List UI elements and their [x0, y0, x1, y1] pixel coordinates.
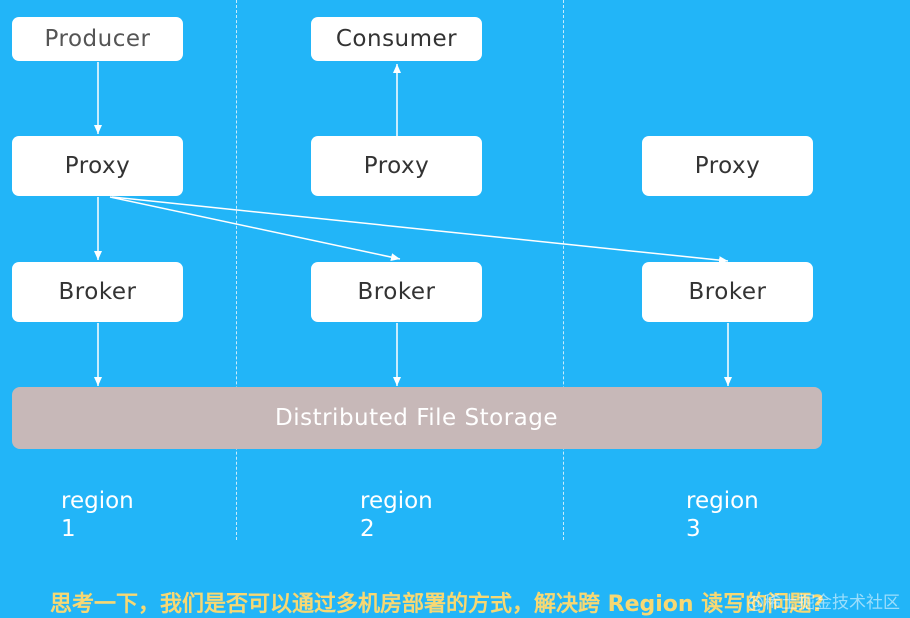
- region-number: 2: [360, 516, 375, 542]
- consumer-node: Consumer: [311, 17, 482, 61]
- region-divider-1: [236, 0, 237, 540]
- broker-node-2: Broker: [311, 262, 482, 322]
- region-label-2: region 2: [360, 487, 433, 543]
- region-label-1: region 1: [61, 487, 134, 543]
- question-caption: 思考一下，我们是否可以通过多机房部署的方式，解决跨 Region 读写的问题?: [50, 592, 825, 617]
- region-label-3: region 3: [686, 487, 759, 543]
- proxy-node-1: Proxy: [12, 136, 183, 196]
- proxy-node-3: Proxy: [642, 136, 813, 196]
- region-divider-2: [563, 0, 564, 540]
- region-number: 3: [686, 516, 701, 542]
- broker-node-1: Broker: [12, 262, 183, 322]
- arrow-proxy-1-to-broker-3: [111, 196, 729, 265]
- region-label-text: region: [360, 488, 433, 514]
- region-label-text: region: [61, 488, 134, 514]
- proxy-node-2: Proxy: [311, 136, 482, 196]
- region-label-text: region: [686, 488, 759, 514]
- distributed-file-storage: Distributed File Storage: [12, 387, 822, 449]
- arrow-proxy-1-to-broker-2: [109, 196, 401, 262]
- broker-node-3: Broker: [642, 262, 813, 322]
- source-watermark: @稀土掘金技术社区: [747, 593, 900, 613]
- producer-node: Producer: [12, 17, 183, 61]
- region-number: 1: [61, 516, 76, 542]
